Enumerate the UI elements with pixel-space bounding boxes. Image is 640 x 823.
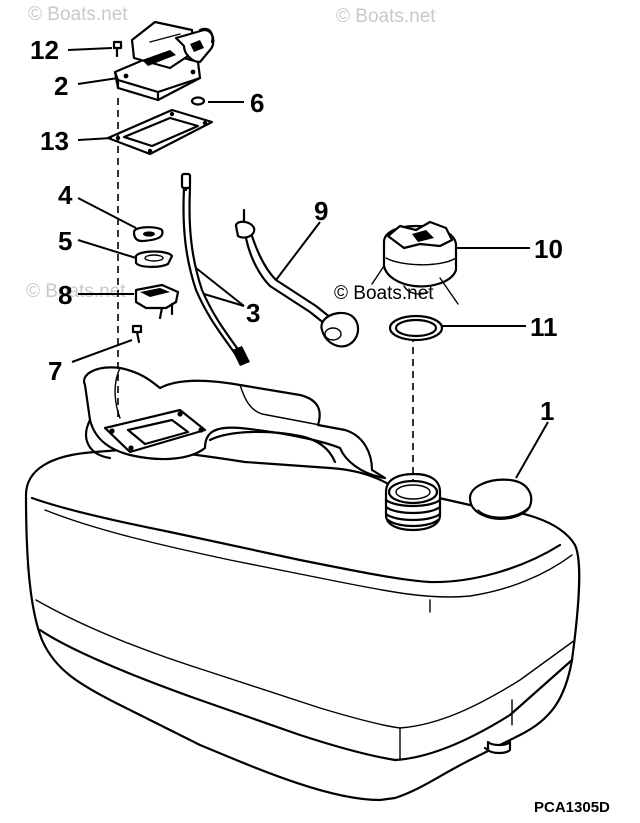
pickup-arm-9-drawing [234,208,360,348]
watermark-text: © Boats.net [26,281,126,302]
filler-cap-10-drawing [371,220,459,305]
part-5-drawing [134,250,174,268]
o-ring-6-drawing [190,96,206,106]
callout-3: 3 [246,298,260,328]
leader-lines [67,47,549,479]
part-8-drawing [134,283,180,320]
fuel-tube-3-drawing [180,172,250,366]
watermark-text: © Boats.net [28,4,128,25]
gasket-13-drawing [106,108,214,156]
fuel-connector-drawing [113,20,215,102]
watermark-text: © Boats.net [336,6,436,27]
watermark-text: © Boats.net [334,283,434,304]
callout-8: 8 [58,280,72,310]
callout-10: 10 [534,234,563,264]
callout-6: 6 [250,88,264,118]
callout-1: 1 [540,396,554,426]
fuel-tank-drawing [24,366,581,802]
o-ring-11-drawing [388,314,444,342]
callout-12: 12 [30,35,59,65]
callout-labels: 12 2 6 13 4 5 8 7 3 9 10 11 1 [30,35,563,426]
drawing-code: PCA1305D [534,799,610,816]
callout-11: 11 [530,312,558,342]
callout-13: 13 [40,126,69,156]
callout-5: 5 [58,226,72,256]
screw-7-drawing [131,324,143,344]
callout-9: 9 [314,196,328,226]
part-4-drawing [132,226,164,243]
callout-7: 7 [48,356,62,386]
screw-12-drawing [112,40,123,58]
callout-2: 2 [54,71,68,101]
callout-4: 4 [58,180,73,210]
